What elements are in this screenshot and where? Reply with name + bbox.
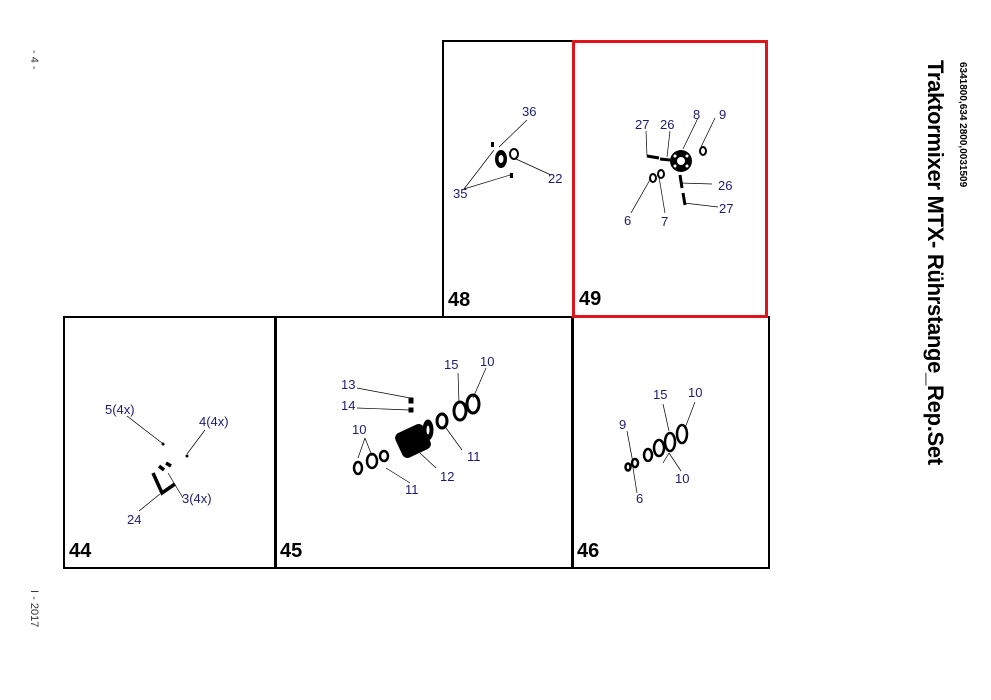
callout-10b: 10 xyxy=(675,471,689,486)
callout-36: 36 xyxy=(522,104,536,119)
part-shapes xyxy=(646,146,707,206)
part-shapes xyxy=(491,142,519,178)
callout-10: 10 xyxy=(688,385,702,400)
callout-8: 8 xyxy=(693,107,700,122)
part-shapes xyxy=(352,393,481,476)
callout-10b: 10 xyxy=(352,422,366,437)
exploded-diagram-48: 36 22 35 xyxy=(453,104,562,201)
panel-44[interactable]: 5(4x) 4(4x) 3(4x) 24 44 xyxy=(63,316,277,569)
exploded-diagram-49: 27 26 8 9 26 27 6 7 xyxy=(624,107,733,229)
callout-26: 26 xyxy=(660,117,674,132)
part-shapes xyxy=(151,442,189,496)
document-title: Traktormixer MTX- Rührstange_Rep.Set xyxy=(923,60,948,465)
callout-10: 10 xyxy=(480,354,494,369)
callout-11b: 11 xyxy=(405,482,419,497)
exploded-diagram-44: 5(4x) 4(4x) 3(4x) 24 xyxy=(105,402,229,527)
panel-45[interactable]: 13 14 15 10 10 11 12 11 45 xyxy=(274,316,574,569)
callout-27: 27 xyxy=(635,117,649,132)
panel-number: 44 xyxy=(69,540,92,562)
callout-4-4x: 4(4x) xyxy=(199,414,229,429)
panel-number: 46 xyxy=(577,540,600,562)
exploded-diagram-45: 13 14 15 10 10 11 12 11 xyxy=(341,354,494,497)
exploded-diagram-46: 15 10 9 10 6 xyxy=(619,385,702,506)
callout-5-4x: 5(4x) xyxy=(105,402,135,417)
panel-46[interactable]: 15 10 9 10 6 46 xyxy=(571,316,770,569)
callout-26b: 26 xyxy=(718,178,732,193)
callout-3-4x: 3(4x) xyxy=(182,491,212,506)
callout-35: 35 xyxy=(453,186,467,201)
part-shapes xyxy=(624,423,689,472)
callout-15: 15 xyxy=(653,387,667,402)
part-numbers: 6341800,634 2800,0031509 xyxy=(957,62,968,188)
callout-15: 15 xyxy=(444,357,458,372)
callout-11: 11 xyxy=(467,449,481,464)
panel-number: 49 xyxy=(579,288,602,310)
callout-12: 12 xyxy=(440,469,454,484)
edition-date: I - 2017 xyxy=(28,590,40,628)
callout-24: 24 xyxy=(127,512,141,527)
callout-9: 9 xyxy=(619,417,626,432)
page-number: - 4 - xyxy=(28,50,40,70)
panel-number: 48 xyxy=(448,289,471,311)
callout-27b: 27 xyxy=(719,201,733,216)
panel-49-selected[interactable]: 27 26 8 9 26 27 6 7 49 xyxy=(572,40,768,318)
callout-14: 14 xyxy=(341,398,355,413)
callout-6: 6 xyxy=(636,491,643,506)
callout-9: 9 xyxy=(719,107,726,122)
callout-6: 6 xyxy=(624,213,631,228)
callout-13: 13 xyxy=(341,377,355,392)
panel-number: 45 xyxy=(280,540,303,562)
callout-7: 7 xyxy=(661,214,668,229)
panel-48[interactable]: 36 22 35 48 xyxy=(442,40,574,318)
callout-22: 22 xyxy=(548,171,562,186)
